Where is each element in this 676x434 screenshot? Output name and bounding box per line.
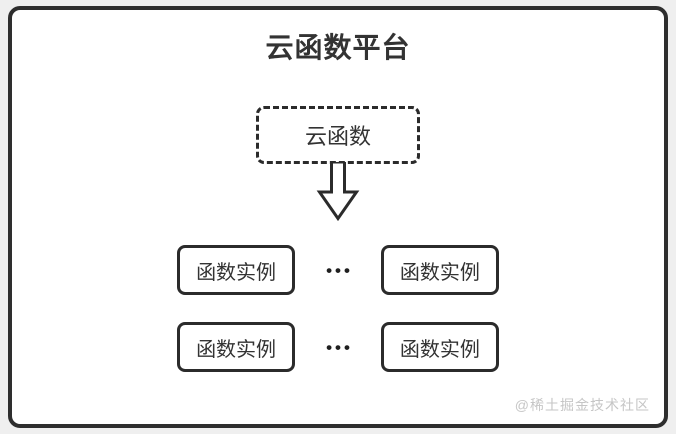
instance-row-2: 函数实例 ••• 函数实例 [177, 322, 499, 372]
function-instance-node: 函数实例 [177, 245, 296, 295]
function-instance-label: 函数实例 [196, 338, 277, 361]
function-instance-node: 函数实例 [380, 245, 499, 295]
function-instance-label: 函数实例 [196, 261, 277, 284]
function-instance-node: 函数实例 [177, 322, 296, 372]
diagram-title: 云函数平台 [265, 32, 411, 63]
cloud-function-node: 云函数 [256, 106, 420, 164]
ellipsis-dots: ••• [326, 337, 353, 357]
function-instance-label: 函数实例 [399, 338, 480, 361]
function-instance-node: 函数实例 [380, 322, 499, 372]
function-instance-label: 函数实例 [399, 261, 480, 284]
cloud-function-label: 云函数 [304, 124, 371, 149]
instance-row-1: 函数实例 ••• 函数实例 [177, 245, 499, 295]
watermark: @稀土掘金技术社区 [514, 397, 650, 413]
ellipsis-dots: ••• [326, 260, 353, 280]
down-arrow-icon [316, 162, 360, 222]
diagram-frame: 云函数平台 云函数 函数实例 ••• 函数实例 函数实例 ••• 函数实例 [8, 6, 668, 428]
